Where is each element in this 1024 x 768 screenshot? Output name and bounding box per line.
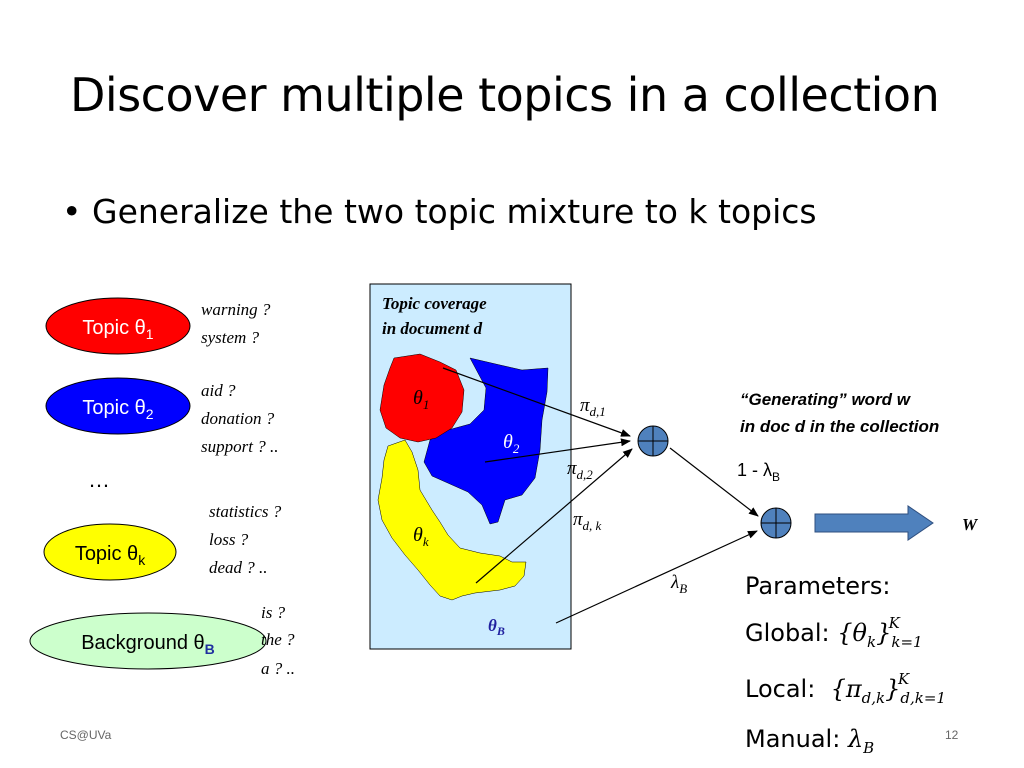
- svg-text:Topic θk: Topic θk: [75, 543, 146, 568]
- output-arrow: [814, 505, 934, 541]
- coverage-title-1: Topic coverage: [382, 294, 487, 313]
- background-word: a ? ..: [261, 659, 295, 678]
- topic-2-word: donation ?: [201, 409, 275, 428]
- background-word: is ?: [261, 603, 286, 622]
- topic-2-word: aid ?: [201, 381, 236, 400]
- theta-B-label: θB: [488, 616, 505, 638]
- bullet-text: Generalize the two topic mixture to k to…: [92, 192, 817, 231]
- theta-1-label: θ1: [413, 387, 429, 412]
- sum-node-topics: [637, 425, 669, 457]
- lambda-B-label: λB: [670, 572, 687, 596]
- bullet-point: • Generalize the two topic mixture to k t…: [62, 192, 817, 231]
- generating-line-1: “Generating” word w: [740, 390, 912, 409]
- local-parameter: Local: {πd,k}d,k=1K: [745, 669, 946, 707]
- topic-k-word: dead ? ..: [209, 558, 268, 577]
- background-sub: B: [205, 641, 215, 657]
- topic-2-node: Topic θ2: [45, 377, 191, 435]
- output-word: W: [962, 515, 979, 534]
- theta-k-label: θk: [413, 524, 429, 549]
- svg-text:Background θB: Background θB: [81, 632, 215, 657]
- generating-line-2: in doc d in the collection: [740, 417, 939, 436]
- topic-1-word: system ?: [201, 328, 260, 347]
- topics-ellipsis: …: [88, 467, 110, 492]
- footer-left: CS@UVa: [60, 728, 112, 742]
- background-label: Background θ: [81, 632, 204, 654]
- svg-text:Topic θ1: Topic θ1: [82, 317, 153, 342]
- topic-2-label: Topic θ: [82, 397, 145, 419]
- topic-1-label: Topic θ: [82, 317, 145, 339]
- word-lists: warning ? system ? aid ? donation ? supp…: [201, 300, 295, 678]
- pi-d2-label: πd,2: [567, 458, 593, 482]
- svg-text:Topic θ2: Topic θ2: [82, 397, 153, 422]
- page-number: 12: [945, 728, 959, 742]
- slide-title: Discover multiple topics in a collection: [70, 68, 940, 122]
- topic-k-blob: [377, 439, 527, 601]
- background-word: the ?: [261, 630, 295, 649]
- topic-1-node: Topic θ1: [45, 297, 191, 355]
- parameters-block: Parameters: Global: {θk}k=1K Local: {πd,…: [745, 566, 957, 768]
- topic-2-sub: 2: [146, 406, 154, 422]
- parameters-heading: Parameters:: [745, 572, 891, 600]
- topic-1-blob: [379, 353, 465, 443]
- weight-labels: πd,1 πd,2 πd, k λB: [567, 395, 687, 596]
- topic-k-word: statistics ?: [209, 502, 282, 521]
- pi-dk-label: πd, k: [573, 509, 602, 533]
- topic-2-blob: [423, 357, 549, 525]
- global-parameter: Global: {θk}k=1K: [745, 614, 923, 651]
- topic-k-node: Topic θk: [43, 523, 177, 581]
- topic-1-word: warning ?: [201, 300, 271, 319]
- manual-parameter: Manual: λB: [745, 724, 875, 757]
- topic-k-word: loss ?: [209, 530, 249, 549]
- bullet-dot: •: [62, 192, 82, 231]
- one-minus-lambda-label: 1 - λB: [737, 460, 780, 484]
- coverage-title-2: in document d: [382, 319, 483, 338]
- topic-k-label: Topic θ: [75, 543, 138, 565]
- topic-k-sub: k: [138, 552, 146, 568]
- topic-2-word: support ? ..: [201, 437, 278, 456]
- sum-node-final: [760, 507, 792, 539]
- coverage-box: Topic coverage in document d θ1 θ2 θk θB: [369, 283, 572, 650]
- theta-2-label: θ2: [503, 431, 520, 456]
- background-topic-node: Background θB: [29, 612, 267, 670]
- topic-1-sub: 1: [146, 326, 154, 342]
- mixture-arrows: [442, 367, 759, 624]
- pi-d1-label: πd,1: [580, 395, 606, 419]
